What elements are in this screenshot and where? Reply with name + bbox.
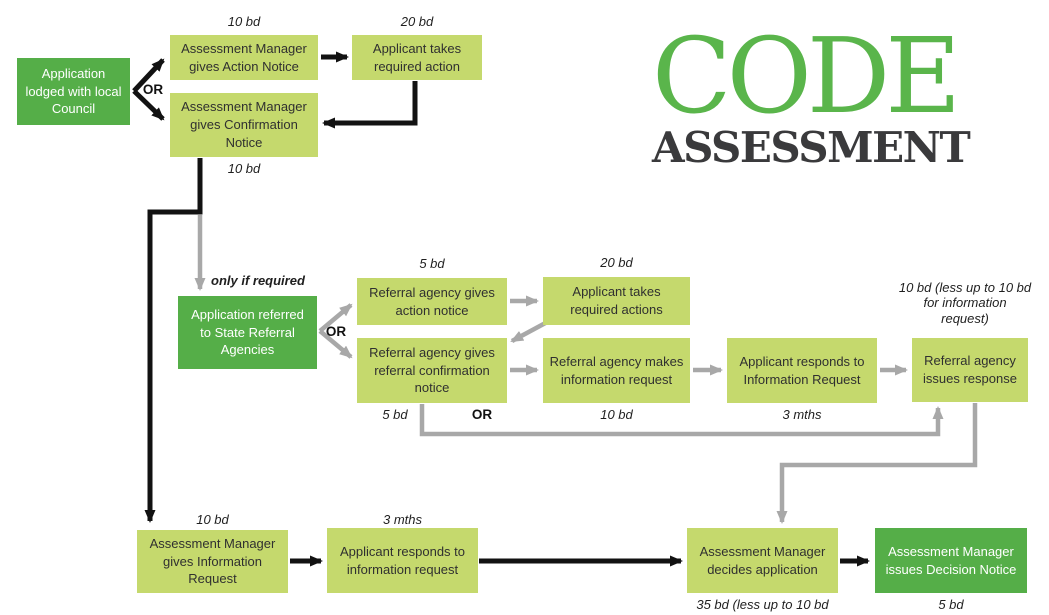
arrow-referred-or-confirmation [318,329,353,359]
node-ra-information-request: Referral agency makes information reques… [543,338,690,403]
arrow-confirmation-to-am-info-request [144,158,203,523]
duration-ra-action-notice: 5 bd [419,256,445,271]
duration-applicant-responds-info: 3 mths [382,512,422,527]
duration-ra-information-request: 10 bd [600,407,633,422]
duration-am-decides: 35 bd (less up to 10 bd [696,597,829,612]
duration-applicant-takes-action: 20 bd [400,14,434,29]
arrow-lodged-or-action-notice [132,58,165,93]
node-applicant-takes-action: Applicant takes required action [352,35,482,80]
arrow-confirmation-bypass-to-issues-response [419,404,944,437]
node-am-decision-notice: Assessment Manager issues Decision Notic… [875,528,1027,593]
duration-am-action-notice: 10 bd [227,14,261,29]
node-am-confirmation-notice: Assessment Manager gives Confirmation No… [170,93,318,157]
duration-am-confirmation-notice: 10 bd [227,161,261,176]
node-application-lodged: Application lodged with local Council [17,58,130,125]
duration-ra-confirmation-notice: 5 bd [382,407,408,422]
only-if-required-label: only if required [211,273,305,288]
node-ra-confirmation-notice: Referral agency gives referral confirmat… [357,338,507,403]
arrow-referred-or-action-notice [318,303,353,333]
or-label-paths: OR [471,407,493,422]
arrow-lodged-or-confirmation [132,89,165,121]
node-applicant-responds-info: Applicant responds to information reques… [327,528,478,593]
title-assessment: ASSESSMENT [652,123,971,172]
node-ra-issues-response: Referral agency issues response [912,338,1028,402]
duration-am-decision-notice: 5 bd [938,597,964,612]
node-applicant-responds-ir: Applicant responds to Information Reques… [727,338,877,403]
duration-applicant-takes-actions: 20 bd [600,255,633,270]
node-ra-action-notice: Referral agency gives action notice [357,278,507,325]
duration-ra-issues-response: 10 bd (less up to 10 bd for information … [898,280,1032,326]
or-label-referral: OR [325,324,347,339]
node-am-action-notice: Assessment Manager gives Action Notice [170,35,318,80]
title-code: CODE [652,15,961,137]
node-am-information-request: Assessment Manager gives Information Req… [137,530,288,593]
arrow-applicant-back-to-confirmation [322,81,418,129]
node-application-referred: Application referred to State Referral A… [178,296,317,369]
node-applicant-takes-actions: Applicant takes required actions [543,277,690,325]
node-am-decides: Assessment Manager decides application [687,528,838,593]
duration-am-information-request: 10 bd [196,512,229,527]
duration-applicant-responds-ir: 3 mths [782,407,822,422]
or-label-council: OR [142,82,164,97]
arrow-issues-response-to-decides [776,403,978,524]
